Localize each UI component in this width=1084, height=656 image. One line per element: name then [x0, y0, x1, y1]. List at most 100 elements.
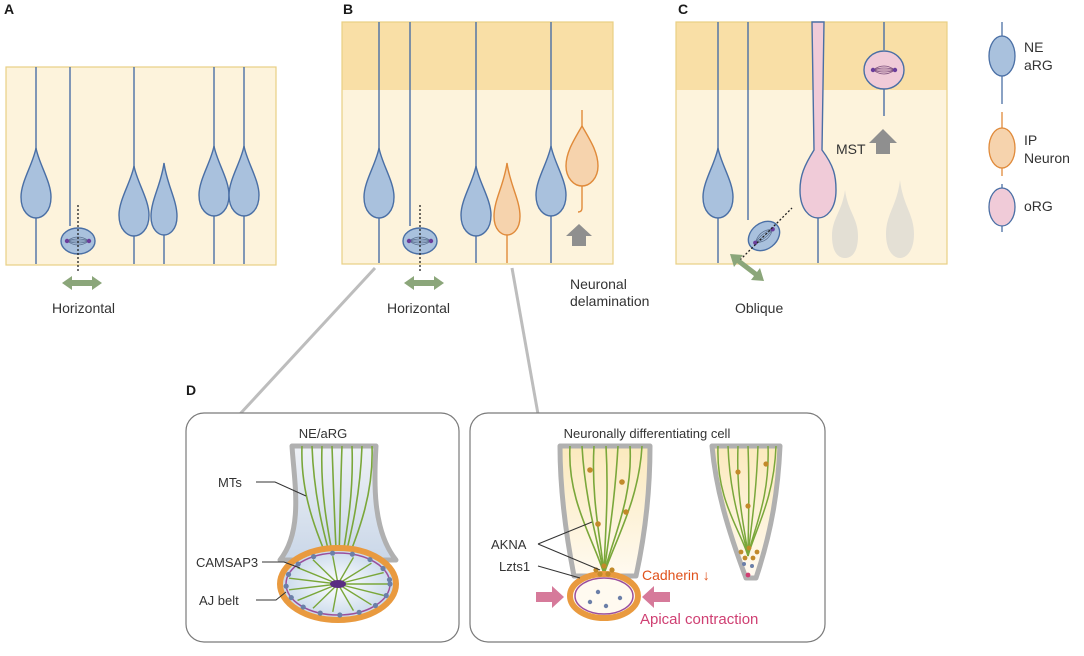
akna-apical-dot — [750, 555, 756, 561]
microtubule — [603, 445, 619, 575]
legend-ne: NE — [1024, 39, 1043, 55]
lzts1-dot — [595, 589, 601, 595]
zoom-connector-left — [238, 266, 377, 416]
panel-c-cells — [702, 21, 914, 263]
akna-dot — [735, 469, 741, 475]
akna-leader-1 — [537, 521, 593, 545]
neuronal-delamination-label-1: Neuronal — [570, 276, 627, 292]
ne-cell-a4 — [198, 67, 230, 264]
camsap3-dot — [372, 602, 379, 609]
akna-apical-dot — [597, 571, 603, 577]
microtubule — [727, 445, 749, 557]
akna-dot — [595, 521, 601, 527]
camsap3-dot — [295, 561, 301, 567]
microtubule — [717, 445, 749, 557]
radial-microtubule — [332, 556, 339, 585]
microtubule — [592, 445, 605, 575]
legend-arg: aRG — [1024, 57, 1053, 73]
camsap3-dot — [300, 604, 306, 610]
microtubule — [603, 445, 632, 575]
akna-leader-2 — [537, 543, 601, 571]
panel-d-letter: D — [186, 382, 196, 398]
radial-microtubule — [289, 577, 339, 585]
lzts1-dots — [587, 563, 623, 609]
lzts1-label: Lzts1 — [499, 559, 530, 574]
horizontal-label-a: Horizontal — [52, 300, 115, 316]
centrosome — [330, 580, 346, 588]
microtubule — [747, 445, 750, 557]
contracting-ring-inner — [574, 577, 634, 615]
camsap3-label: CAMSAP3 — [196, 555, 258, 570]
panel-b-border — [341, 21, 614, 265]
ne-cell-a5 — [228, 67, 260, 264]
legend-item-ne-arg: NE aRG — [988, 22, 1053, 104]
horizontal-arrow-b — [404, 276, 444, 290]
ne-cell-a1 — [20, 67, 52, 264]
microtubule — [603, 445, 608, 575]
mst-dividing-org — [863, 22, 905, 116]
detail-box-ne-arg: NE/aRG MTs CAMSAP3 AJ belt — [185, 412, 460, 643]
ne-cell-a2 — [118, 67, 150, 264]
ip-cell-b — [493, 162, 521, 263]
panel-c: C Oblique MST — [675, 1, 948, 316]
camsap3-dot — [387, 581, 393, 587]
mst-label: MST — [836, 141, 866, 157]
legend-ip: IP — [1024, 132, 1037, 148]
ne-cell-b3 — [535, 22, 567, 263]
horizontal-arrow-a — [62, 276, 102, 290]
camsap3-dot — [386, 577, 393, 583]
apical-contraction-label: Apical contraction — [640, 611, 758, 628]
microtubules-radial — [289, 556, 388, 612]
camsap3-dot — [288, 594, 294, 601]
contraction-arrow-left — [536, 586, 564, 608]
org-cell-c — [799, 21, 837, 263]
legend-org: oRG — [1024, 198, 1053, 214]
ne-cell-a3 — [150, 162, 178, 264]
camsap3-leader — [262, 561, 301, 569]
radial-microtubule — [337, 571, 384, 585]
oblique-arrow — [730, 254, 764, 281]
radial-microtubule — [337, 557, 355, 585]
contracting-ring — [567, 571, 641, 621]
panel-a-letter: A — [4, 1, 14, 17]
ne-cell-c1 — [702, 22, 734, 263]
delaminating-neuron — [565, 110, 599, 213]
lzts1-dot — [617, 595, 623, 601]
panel-a: A Horizontal — [4, 1, 277, 316]
zoom-connector-right — [510, 267, 540, 415]
mst-arrow — [869, 129, 897, 154]
panel-b: B Horizontal Neuronal delamination — [341, 1, 649, 316]
camsap3-dot — [383, 593, 389, 599]
radial-microtubule — [337, 562, 372, 585]
neuron-process-2 — [709, 443, 783, 581]
akna-dot — [623, 509, 629, 515]
lzts1-leader — [537, 565, 581, 579]
camsap3-dot — [380, 565, 386, 572]
akna-apical-dot — [609, 567, 615, 573]
microtubule — [581, 445, 605, 575]
akna-label: AKNA — [491, 537, 527, 552]
legend-item-ip-neuron: IP Neuron — [988, 112, 1070, 176]
radial-microtubule — [337, 583, 372, 606]
akna-dot — [745, 503, 751, 509]
ne-arg-title: NE/aRG — [299, 426, 347, 441]
camsap3-dot — [310, 554, 317, 560]
panel-a-background — [5, 66, 277, 266]
microtubule — [569, 445, 605, 575]
aj-belt-leader — [256, 591, 287, 601]
detail-box-differentiating: Neuronally differentiating cell AKNA Lzt… — [469, 412, 826, 643]
radial-microtubule — [332, 583, 339, 612]
radial-microtubule — [297, 583, 339, 602]
akna-dots-cell-2 — [738, 545, 760, 578]
apical-tip-dot — [745, 572, 751, 578]
mts-leader — [256, 481, 307, 497]
legend: NE aRG IP Neuron oRG — [988, 22, 1070, 232]
akna-apical-dot — [754, 549, 760, 555]
camsap3-dot — [329, 550, 336, 556]
panel-b-cells — [363, 22, 599, 272]
neuron-process-1 — [557, 443, 653, 579]
akna-apical-dot — [742, 555, 748, 561]
cleavage-plane-c — [739, 207, 793, 261]
radial-microtubule — [337, 583, 355, 611]
aj-belt-label: AJ belt — [199, 593, 239, 608]
